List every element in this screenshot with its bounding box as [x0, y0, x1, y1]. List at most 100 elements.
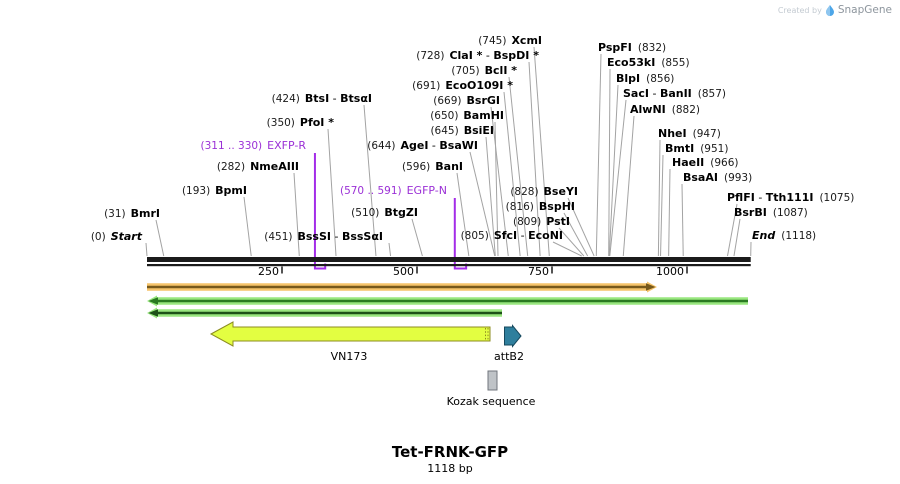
- site-position: (193): [181, 185, 211, 197]
- site-position: (1118): [781, 230, 817, 242]
- site-position: (857): [697, 88, 726, 100]
- site-position: (966): [710, 157, 739, 169]
- site-name: End: [752, 229, 776, 242]
- site-position: (705): [451, 65, 480, 77]
- site-position: (855): [661, 57, 690, 69]
- site-name: BlpI: [616, 72, 641, 85]
- site-label-sfci: (805)SfcI - EcoNI: [461, 229, 563, 243]
- site-position: (809): [512, 216, 542, 228]
- sequence-bar-lower-line: [147, 264, 751, 267]
- site-name: HaeII: [672, 156, 705, 169]
- site-name: BmrI: [130, 207, 160, 220]
- feature-attb2: [504, 324, 522, 348]
- site-label-eco53ki: Eco53kI(855): [607, 57, 690, 70]
- ruler-label-750: 750: [528, 265, 549, 278]
- site-name: BtsI: [304, 92, 330, 105]
- site-position: (424): [271, 93, 300, 105]
- site-name: BanII: [659, 87, 692, 100]
- site-label-pfoi: (350) PfoI *: [266, 116, 334, 130]
- snapgene-brand-text: SnapGene: [837, 4, 892, 16]
- leader-line-pflfi: [727, 203, 738, 257]
- site-name: -: [428, 139, 440, 152]
- leader-line-bsssi: [388, 242, 392, 257]
- site-position: (1087): [772, 207, 808, 219]
- site-position: (0): [90, 231, 106, 243]
- product-arrow-green-short: [147, 307, 502, 319]
- site-position: (882): [671, 104, 700, 116]
- site-name: BsrGI: [466, 94, 500, 107]
- leader-line-bseyi: [567, 197, 595, 257]
- site-name: -: [648, 87, 660, 100]
- ruler-label-250: 250: [258, 265, 279, 278]
- leader-line-bani: [456, 172, 470, 257]
- site-name: -: [482, 49, 494, 62]
- site-label-saci: SacI - BanII (857): [623, 87, 726, 101]
- leader-line-bcli: [508, 76, 529, 257]
- leader-line-pspfi: [595, 53, 602, 257]
- site-label-xcmi: (745)XcmI: [478, 34, 542, 48]
- site-label-alwni: AlwNI(882): [630, 104, 700, 117]
- site-name: BsaWI: [439, 139, 478, 152]
- site-position: (510): [351, 207, 380, 219]
- site-name: BmtI: [665, 142, 695, 155]
- ruler-label-1000: 1000: [656, 265, 684, 278]
- site-label-psti: (809)PstI: [512, 216, 570, 229]
- product-arrow-orange: [147, 281, 657, 293]
- site-name: -: [517, 229, 529, 242]
- leader-line-agei: [469, 151, 496, 257]
- site-name: XcmI: [511, 34, 542, 47]
- product-arrow-green-long: [147, 295, 748, 307]
- leader-line-bsrbi: [733, 218, 741, 257]
- created-by-text: Created by: [777, 5, 822, 15]
- site-name: SacI: [623, 87, 649, 100]
- leader-line-btsi: [363, 104, 377, 257]
- site-position: (282): [216, 161, 246, 173]
- site-name: -: [329, 92, 341, 105]
- site-label-bsiei: (645)BsiEI: [430, 125, 494, 138]
- site-label-haeii: HaeII (966): [672, 156, 739, 170]
- site-label-bcli: (705) BclI *: [451, 64, 517, 78]
- site-name: EcoNI: [528, 229, 563, 242]
- site-position: (350): [266, 117, 295, 129]
- site-label-bani: (596)BanI: [402, 161, 463, 174]
- site-position: (856): [646, 73, 675, 85]
- leader-line-bsrgi: [490, 106, 509, 257]
- site-label-bsaai: BsaAI(993): [683, 172, 752, 185]
- site-label-bmti: BmtI(951): [665, 142, 728, 156]
- leader-line-eco53ki: [608, 68, 611, 257]
- site-name: PflFI: [727, 191, 755, 204]
- site-name: BclI *: [484, 64, 517, 77]
- leader-line-blpi: [608, 84, 619, 257]
- leader-line-bsiei: [485, 136, 496, 257]
- leader-line-saci: [609, 99, 627, 257]
- leader-line-bsaai: [681, 183, 684, 257]
- leader-line-nhei: [657, 139, 661, 257]
- site-label-blpi: BlpI (856): [616, 72, 675, 86]
- watermark: Created by SnapGene: [778, 4, 892, 16]
- site-label-pspfi: PspFI(832): [598, 42, 666, 55]
- site-name: -: [754, 191, 766, 204]
- site-name: Start: [110, 230, 142, 243]
- primer-label-exfp-r: (311 .. 330)EXFP-R: [200, 140, 306, 153]
- site-label-bsrgi: (669) BsrGI: [433, 94, 500, 108]
- leader-line-ecoo109i: [503, 91, 521, 257]
- site-position: (1075): [819, 192, 855, 204]
- leader-line-btgzi: [411, 218, 423, 257]
- leader-line-nmeaiii: [293, 172, 300, 257]
- site-position: (691): [412, 80, 441, 92]
- site-label-clai: (728)ClaI * - BspDI *: [416, 49, 539, 63]
- site-position: (451): [264, 231, 293, 243]
- site-position: (669): [433, 95, 462, 107]
- leader-line-bsphi: [563, 212, 589, 257]
- site-name: PfoI *: [299, 116, 334, 129]
- site-label-nmeaiii: (282)NmeAIII: [216, 161, 299, 174]
- site-label-btsi: (424)BtsI - BtsαI: [271, 92, 372, 106]
- site-position: (816): [505, 201, 534, 213]
- site-name: BspHI: [538, 200, 575, 213]
- site-position: (728): [416, 50, 445, 62]
- primer-range: (311 .. 330): [200, 140, 263, 152]
- site-label-pflfi: PflFI - Tth111I(1075): [727, 191, 855, 205]
- site-name: BpmI: [215, 184, 247, 197]
